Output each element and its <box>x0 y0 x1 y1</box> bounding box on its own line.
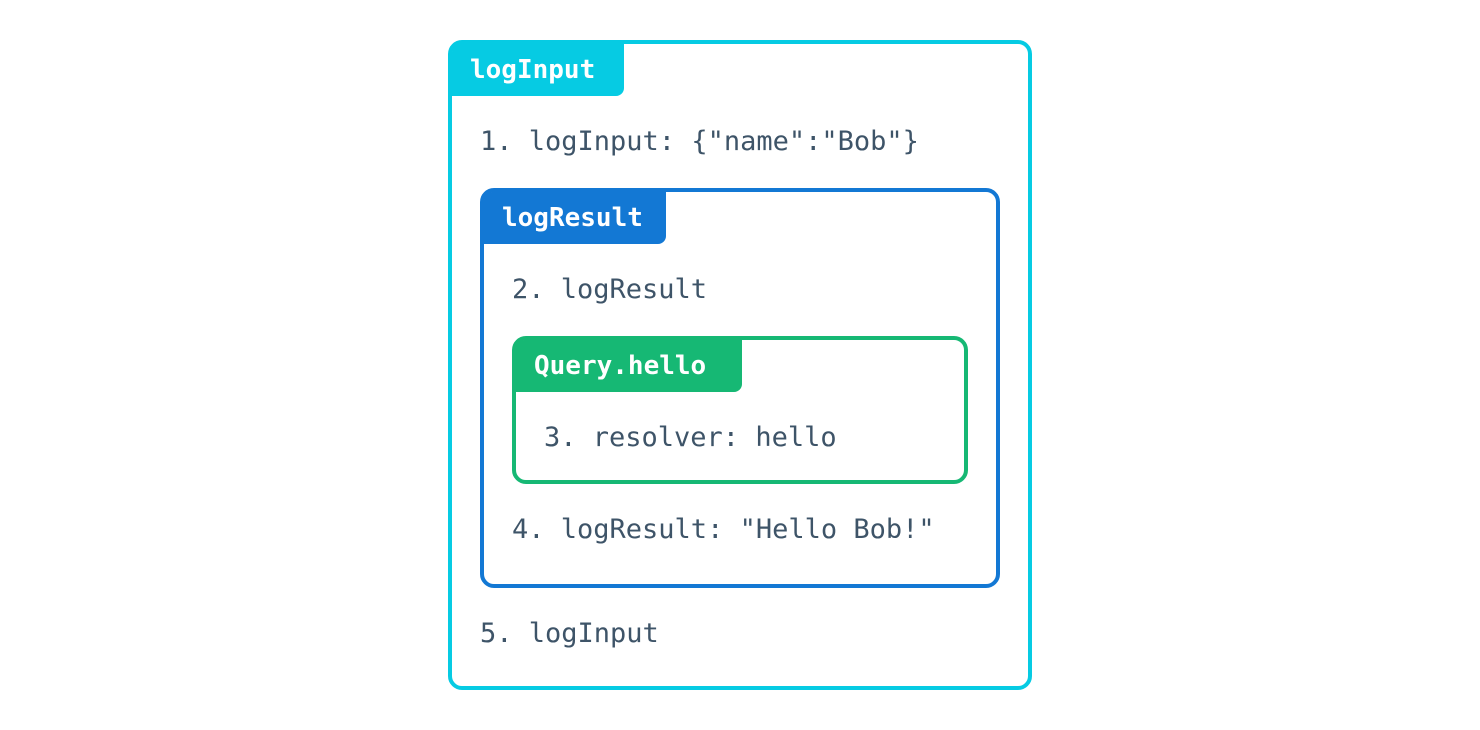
step-5-text: 5. logInput <box>480 618 659 649</box>
logresult-label: logResult <box>484 192 666 244</box>
query-hello-label: Query.hello <box>516 340 742 392</box>
step-3-text: 3. resolver: hello <box>544 422 837 453</box>
query-hello-frame: Query.hello <box>512 336 968 484</box>
step-2-text: 2. logResult <box>512 274 708 305</box>
step-4-text: 4. logResult: "Hello Bob!" <box>512 514 935 545</box>
step-1-text: 1. logInput: {"name":"Bob"} <box>480 126 919 157</box>
loginput-label: logInput <box>452 44 624 96</box>
